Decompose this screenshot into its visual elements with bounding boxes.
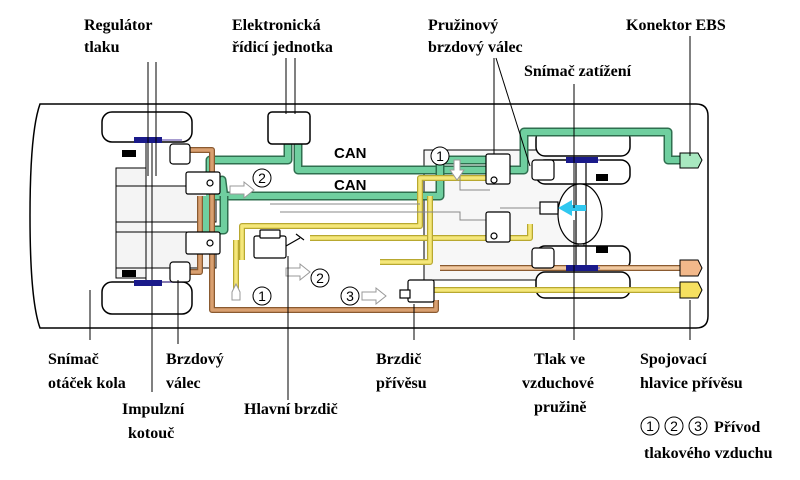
svg-text:1: 1: [646, 418, 654, 434]
leader-lines: [89, 36, 691, 400]
svg-text:Tlak ve: Tlak ve: [534, 351, 585, 368]
svg-text:tlakového vzduchu: tlakového vzduchu: [644, 445, 773, 462]
wheel-rear-right-outer: [535, 271, 631, 299]
pressure-regulators-front: [185, 171, 221, 255]
label-ecu: Elektronická řídicí jednotka: [232, 17, 333, 56]
svg-text:Brzdový: Brzdový: [166, 351, 224, 368]
svg-text:pružině: pružině: [534, 399, 586, 416]
marker-1-right: 1: [430, 146, 450, 166]
load-sensor: [539, 201, 559, 215]
ecu-box: [267, 111, 311, 145]
front-brake-cylinders: [169, 143, 191, 283]
coupling-head-yellow: [679, 281, 703, 299]
can-label-2: CAN: [334, 177, 367, 194]
svg-text:řídicí jednotka: řídicí jednotka: [232, 39, 333, 56]
svg-text:Pružinový: Pružinový: [428, 17, 498, 34]
svg-text:2: 2: [670, 418, 678, 434]
label-impulse-ring: Impulzní kotouč: [122, 401, 185, 442]
marker-2-pedal: 2: [310, 268, 330, 288]
label-ebs-connector: Konektor EBS: [626, 17, 726, 34]
svg-text:přívěsu: přívěsu: [376, 375, 427, 392]
main-brake-valve: [253, 229, 305, 259]
spring-brake-cylinders: [531, 159, 555, 269]
can-label-1: CAN: [334, 145, 367, 162]
label-trailer-brake: Brzdič přívěsu: [376, 351, 427, 392]
label-load-sensor: Snímač zatížení: [524, 63, 632, 80]
svg-text:3: 3: [694, 418, 702, 434]
svg-text:vzduchové: vzduchové: [522, 375, 594, 392]
marker-1-bottom: 1: [252, 286, 272, 306]
label-main-brake: Hlavní brzdič: [244, 401, 338, 418]
svg-text:2: 2: [258, 170, 266, 186]
numbered-markers: 2 2 1 3 1: [252, 146, 450, 306]
label-trailer-coupling-heads: Spojovací hlavice přívěsu: [640, 351, 743, 392]
marker-2-top: 2: [252, 168, 272, 188]
svg-text:Spojovací: Spojovací: [640, 351, 707, 368]
label-wheel-speed-sensor: Snímač otáček kola: [48, 351, 126, 392]
svg-text:1: 1: [258, 288, 266, 304]
svg-text:Impulzní: Impulzní: [122, 401, 185, 418]
svg-text:Snímač: Snímač: [48, 351, 99, 368]
svg-text:hlavice přívěsu: hlavice přívěsu: [640, 375, 743, 392]
svg-text:kotouč: kotouč: [128, 425, 174, 442]
wheel-speed-sensors: [122, 150, 608, 277]
svg-text:Elektronická: Elektronická: [232, 17, 321, 34]
trailer-brake-valve: [399, 279, 435, 303]
flow-arrows: [229, 159, 465, 306]
label-spring-brake-cylinder: Pružinový brzdový válec: [428, 17, 523, 56]
svg-text:brzdový válec: brzdový válec: [428, 39, 523, 56]
brake-lines: [186, 147, 690, 313]
pressure-pipes: [270, 176, 550, 221]
svg-text:2: 2: [316, 270, 324, 286]
label-pressure-regulator: Regulátor tlaku: [84, 17, 152, 56]
svg-text:tlaku: tlaku: [84, 39, 120, 56]
pressure-regulators-rear: [485, 153, 511, 243]
svg-text:válec: válec: [166, 375, 201, 392]
svg-text:otáček kola: otáček kola: [48, 375, 126, 392]
svg-text:3: 3: [346, 288, 354, 304]
svg-text:Přívod: Přívod: [714, 419, 760, 436]
legend-air-supply: 1 2 3 Přívod tlakového vzduchu: [640, 416, 773, 462]
marker-3-bottom: 3: [340, 286, 360, 306]
coupling-head-orange: [679, 259, 703, 277]
svg-text:Regulátor: Regulátor: [84, 17, 152, 34]
svg-text:Brzdič: Brzdič: [376, 351, 421, 368]
air-spring-arrow: [558, 200, 586, 216]
label-air-spring-pressure: Tlak ve vzduchové pružině: [522, 351, 594, 416]
trailer-couplings: [679, 152, 703, 299]
svg-text:1: 1: [436, 148, 444, 164]
ebs-connector: [679, 152, 703, 169]
label-brake-cylinder: Brzdový válec: [166, 351, 224, 392]
air-supply-lines: [233, 175, 690, 300]
